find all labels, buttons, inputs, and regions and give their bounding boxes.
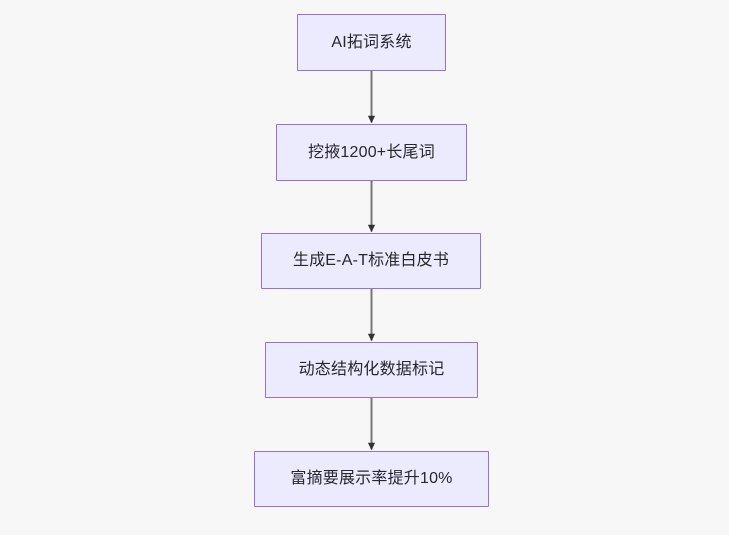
flow-node-generate-eat-whitepaper[interactable]: 生成E-A-T标准白皮书	[261, 233, 481, 289]
flow-node-label: 富摘要展示率提升10%	[290, 470, 453, 488]
flow-node-dynamic-structured-data-markup[interactable]: 动态结构化数据标记	[265, 342, 478, 398]
flow-node-label: AI拓词系统	[331, 33, 412, 51]
flow-node-rich-snippet-impression-uplift[interactable]: 富摘要展示率提升10%	[254, 451, 489, 507]
flow-node-label: 动态结构化数据标记	[298, 361, 445, 379]
flow-node-ai-keyword-system[interactable]: AI拓词系统	[297, 14, 446, 71]
flow-node-label: 生成E-A-T标准白皮书	[292, 252, 450, 270]
flow-node-mine-longtail-keywords[interactable]: 挖掖1200+长尾词	[276, 124, 467, 181]
flow-node-label: 挖掖1200+长尾词	[308, 143, 435, 161]
